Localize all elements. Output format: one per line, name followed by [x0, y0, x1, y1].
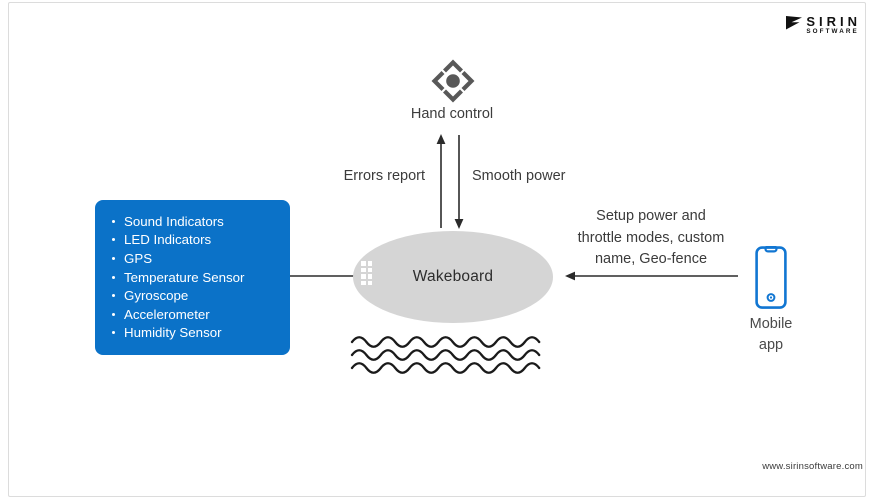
website-url: www.sirinsoftware.com: [762, 461, 863, 472]
feature-label: Sound Indicators: [124, 213, 224, 229]
mobile-label-line: app: [758, 337, 784, 353]
brand-subname: SOFTWARE: [806, 28, 859, 35]
slide-border: [8, 2, 866, 497]
errors-report-label: Errors report: [343, 168, 425, 184]
bullet-icon: [112, 275, 115, 279]
bullet-icon: [112, 331, 115, 335]
hand-control-icon: [431, 59, 475, 103]
mobile-label-line: Mobile: [749, 316, 793, 332]
feature-label: Accelerometer: [124, 306, 210, 322]
bullet-icon: [112, 219, 115, 223]
feature-item: GPS: [109, 249, 280, 268]
brand-name: SIRIN: [806, 14, 861, 29]
feature-label: Humidity Sensor: [124, 325, 222, 341]
feature-label: Temperature Sensor: [124, 269, 245, 285]
wakeboard-label: Wakeboard: [412, 268, 494, 285]
annotation-line: name, Geo-fence: [594, 251, 708, 267]
feature-item: Sound Indicators: [109, 212, 280, 231]
mobile-app-label: Mobile app: [734, 314, 808, 356]
feature-item: Humidity Sensor: [109, 324, 280, 343]
feature-item: Gyroscope: [109, 286, 280, 305]
annotation-line: throttle modes, custom: [577, 229, 725, 246]
feature-label: GPS: [124, 250, 153, 266]
bullet-icon: [112, 256, 115, 260]
feature-item: LED Indicators: [109, 231, 280, 250]
annotation-line: Setup power and: [596, 208, 706, 224]
hand-control-label: Hand control: [410, 106, 494, 122]
wakeboard-node: Wakeboard: [353, 231, 553, 323]
grid-dots-icon: [361, 261, 372, 285]
bullet-icon: [112, 312, 115, 316]
feature-item: Temperature Sensor: [109, 268, 280, 287]
smooth-power-label: Smooth power: [472, 168, 566, 184]
feature-item: Accelerometer: [109, 305, 280, 324]
feature-label: LED Indicators: [124, 232, 212, 248]
bullet-icon: [112, 238, 115, 242]
sirin-logo-icon: [786, 16, 803, 30]
feature-label: Gyroscope: [124, 288, 189, 304]
smartphone-icon: [755, 246, 787, 309]
mobile-annotation: Setup power and throttle modes, custom n…: [560, 206, 742, 271]
features-panel: Sound Indicators LED Indicators GPS Temp…: [95, 200, 290, 355]
brand-logo: SIRIN SOFTWARE: [786, 15, 861, 35]
bullet-icon: [112, 294, 115, 298]
